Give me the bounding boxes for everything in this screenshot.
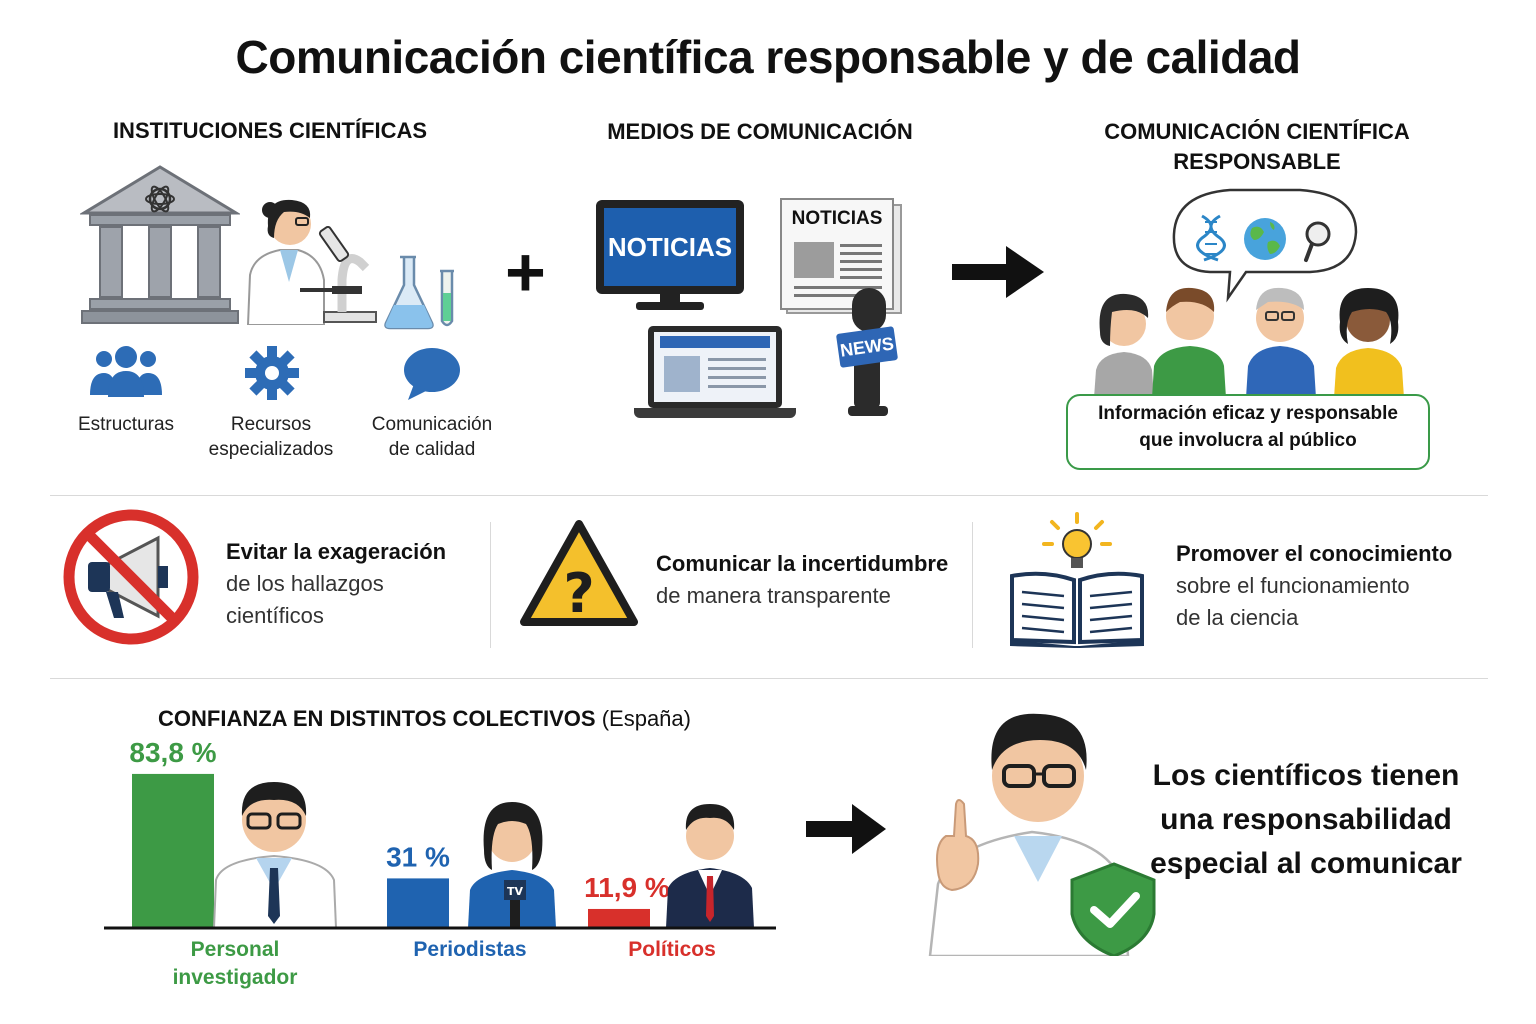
no-megaphone-icon xyxy=(63,509,199,645)
bar-1 xyxy=(132,773,214,928)
bar-2 xyxy=(387,878,449,928)
media-heading: MEDIOS DE COMUNICACIÓN xyxy=(607,119,913,144)
responsible-heading-line2: RESPONSABLE xyxy=(1173,149,1341,174)
info-box-line2: que involucra al público xyxy=(1139,430,1357,451)
laptop-screen xyxy=(654,332,776,402)
institution-building-icon xyxy=(80,165,240,324)
principle-1-line3: científicos xyxy=(226,603,324,628)
svg-text:?: ? xyxy=(563,562,594,625)
tv-stand xyxy=(660,294,680,304)
institution-item-label-1: Estructuras xyxy=(77,414,175,435)
trust-bar-chart: 83,8 % 31 % 11,9 % TV xyxy=(104,740,776,930)
conclusion-line3: especial al comunicar xyxy=(1150,847,1462,880)
bar-value-label-1: 83,8 % xyxy=(129,740,216,768)
principle-2-text: Comunicar la incertidumbre de manera tra… xyxy=(656,548,948,612)
tv-base xyxy=(636,302,704,310)
divider-top xyxy=(50,495,1488,496)
laptop-screen-avatar xyxy=(664,356,700,392)
responsible-heading-line1: COMUNICACIÓN CIENTÍFICA xyxy=(1104,119,1410,144)
people-group-icon xyxy=(90,346,162,397)
politician-figure xyxy=(666,804,754,928)
principle-2-line2: de manera transparente xyxy=(656,583,891,608)
globe-icon xyxy=(1244,218,1286,260)
conclusion-text: Los científicos tienen una responsabilid… xyxy=(1150,754,1462,886)
laptop-screen-lines xyxy=(708,358,766,361)
journalist-figure: TV xyxy=(468,802,556,928)
laptop-screen-header xyxy=(660,336,770,348)
right-arrow-icon-2 xyxy=(806,804,886,854)
book-lightbulb-icon xyxy=(1010,512,1144,648)
svg-text:TV: TV xyxy=(507,885,524,898)
category-label-researchers-line2: investigador xyxy=(172,966,298,989)
magnifier-icon xyxy=(1304,221,1331,262)
newspaper-text-lines xyxy=(840,244,882,247)
principle-3-line2: sobre el funcionamiento xyxy=(1176,573,1410,598)
speech-bubble-icon xyxy=(404,348,460,400)
newspaper-photo xyxy=(794,242,834,278)
principle-2-bold: Comunicar la incertidumbre xyxy=(656,551,949,576)
trust-heading-bold: CONFIANZA EN DISTINTOS COLECTIVOS xyxy=(158,706,596,731)
bar-value-label-2: 31 % xyxy=(386,841,450,872)
principle-1-text: Evitar la exageración de los hallazgos c… xyxy=(226,536,446,632)
tv-icon: NOTICIAS xyxy=(596,200,744,294)
principle-3-text: Promover el conocimiento sobre el funcio… xyxy=(1176,538,1452,634)
principle-1-line2: de los hallazgos xyxy=(226,571,384,596)
principle-1-bold: Evitar la exageración xyxy=(226,539,447,564)
bar-value-label-3: 11,9 % xyxy=(584,872,670,903)
dna-icon xyxy=(1196,214,1226,262)
trust-heading-suffix: (España) xyxy=(601,706,691,731)
trust-heading: CONFIANZA EN DISTINTOS COLECTIVOS (Españ… xyxy=(158,704,691,734)
newspaper-heading: NOTICIAS xyxy=(791,208,883,229)
researcher-figure xyxy=(212,782,338,929)
institutions-heading: INSTITUCIONES CIENTÍFICAS xyxy=(112,118,428,143)
lab-flasks-icon xyxy=(384,255,454,330)
principle-3-bold: Promover el conocimiento xyxy=(1176,541,1453,566)
tv-screen-label: NOTICIAS xyxy=(604,208,736,286)
page-title: Comunicación científica responsable y de… xyxy=(235,31,1302,83)
category-label-researchers-line1: Personal xyxy=(190,938,280,961)
conclusion-line1: Los científicos tienen xyxy=(1152,759,1460,792)
right-arrow-icon xyxy=(952,246,1044,298)
divider-vertical-1 xyxy=(490,522,491,648)
divider-bottom xyxy=(50,678,1488,679)
institution-item-label-2: Recursos especializados xyxy=(208,414,334,460)
laptop-icon xyxy=(648,326,782,408)
bar-3 xyxy=(588,908,650,928)
category-label-researchers: Personal investigador xyxy=(130,936,340,992)
laptop-base xyxy=(634,408,796,418)
microphone-icon xyxy=(848,288,888,416)
scientist-microscope-icon xyxy=(246,199,377,325)
newspaper-text-lines-2 xyxy=(794,286,882,289)
divider-vertical-2 xyxy=(972,522,973,648)
public-group-icon xyxy=(1094,287,1404,398)
category-label-journalists: Periodistas xyxy=(413,938,527,961)
scientist-shield-icon xyxy=(928,713,1156,956)
warning-question-icon: ? xyxy=(520,520,638,626)
principle-3-line3: de la ciencia xyxy=(1176,605,1299,630)
conclusion-line2: una responsabilidad xyxy=(1160,803,1452,836)
plus-symbol: + xyxy=(505,233,546,311)
institution-item-label-3: Comunicación de calidad xyxy=(371,414,493,460)
gear-icon xyxy=(245,346,299,400)
newspaper-icon: NOTICIAS xyxy=(780,198,894,310)
info-box-line1: Información eficaz y responsable xyxy=(1098,403,1398,424)
category-label-politicians: Políticos xyxy=(628,938,716,961)
responsible-info-box: Información eficaz y responsable que inv… xyxy=(1066,394,1430,470)
